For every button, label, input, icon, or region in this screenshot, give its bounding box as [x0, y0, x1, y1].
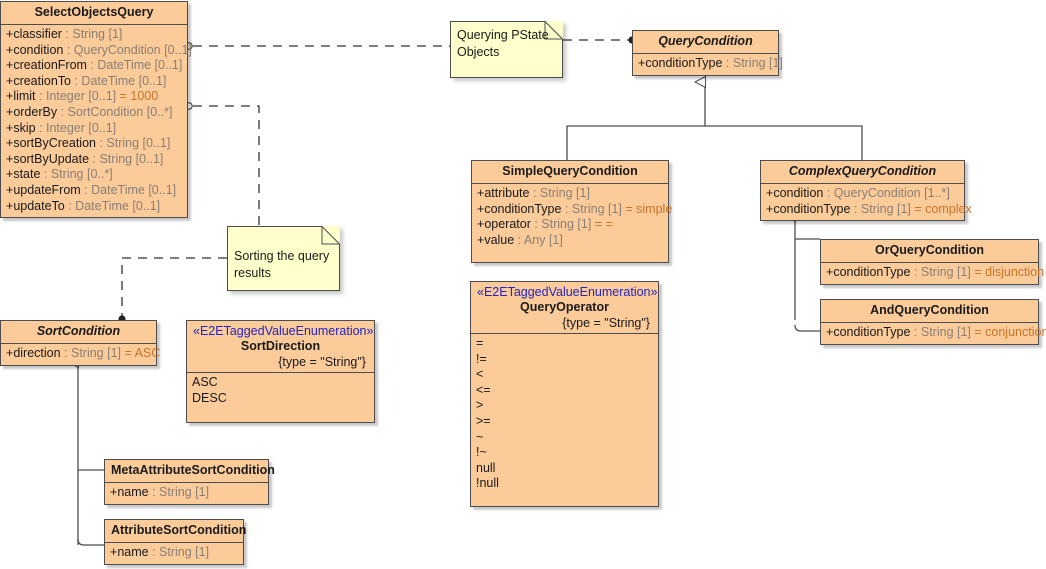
class-attributes: +name : String [1]: [105, 543, 243, 564]
class-attributes: +attribute : String [1] +conditionType :…: [472, 184, 673, 263]
attribute-row: +skip : Integer [0..1]: [6, 120, 117, 135]
tagged-value-label: {type = "String"}: [278, 355, 366, 369]
link-orderby-to-sortingnote: [193, 105, 260, 226]
attribute-row: +direction : String [1] = ASC: [6, 346, 161, 360]
stereotype-label: «E2ETaggedValueEnumeration»: [477, 285, 658, 299]
class-name: AttributeSortCondition: [111, 523, 247, 537]
note-text: Sorting the query results: [234, 249, 330, 280]
class-attributes: +name : String [1]: [105, 483, 268, 504]
attribute-row: +creationFrom : DateTime [0..1]: [6, 58, 183, 73]
stereotype-label: «E2ETaggedValueEnumeration»: [193, 324, 374, 338]
class-name: OrQueryCondition: [874, 243, 985, 257]
class-header: AndQueryCondition: [821, 300, 1038, 323]
class-select-objects-query[interactable]: SelectObjectsQuery +classifier : String …: [0, 1, 192, 219]
attribute-row: +conditionType : String [1] = simple: [477, 201, 673, 216]
class-or-query-condition[interactable]: OrQueryCondition +conditionType : String…: [820, 239, 1045, 285]
enum-name: SortDirection: [240, 339, 321, 353]
class-attributes: +conditionType : String [1]: [633, 54, 783, 75]
gen-sort-branch-attr: [77, 538, 104, 546]
class-header: SimpleQueryCondition: [472, 161, 668, 184]
attribute-row: +condition : QueryCondition [0..1]: [6, 42, 192, 57]
attribute-row: +sortByCreation : String [0..1]: [6, 136, 171, 151]
attribute-row: +name : String [1]: [110, 485, 210, 499]
note-text: Querying PState Objects: [457, 28, 549, 59]
attribute-row: +orderBy : SortCondition [0..*]: [6, 104, 173, 119]
class-attributes: +condition : QueryCondition [1..*] +cond…: [761, 184, 972, 221]
enum-literal: ~: [476, 429, 484, 444]
attribute-row: +state : String [0..*]: [6, 167, 113, 182]
enum-literal: !=: [476, 351, 487, 366]
class-name: AndQueryCondition: [870, 303, 989, 317]
note-shape: [450, 21, 563, 78]
attribute-row: +updateFrom : DateTime [0..1]: [6, 182, 177, 197]
enum-query-operator[interactable]: «E2ETaggedValueEnumeration» QueryOperato…: [470, 281, 659, 507]
class-name: ComplexQueryCondition: [788, 164, 937, 178]
class-simple-query-condition[interactable]: SimpleQueryCondition +attribute : String…: [471, 160, 673, 264]
class-name: QueryCondition: [658, 34, 753, 48]
enum-sort-direction[interactable]: «E2ETaggedValueEnumeration» SortDirectio…: [186, 320, 375, 424]
note-sorting-the-query-results[interactable]: Sorting the query results: [227, 226, 340, 291]
enum-literals: = != < <= > >= ~ !~ null !null: [471, 334, 658, 506]
class-complex-query-condition[interactable]: ComplexQueryCondition +condition : Query…: [760, 160, 972, 222]
class-name: SelectObjectsQuery: [34, 5, 154, 19]
attribute-row: +creationTo : DateTime [0..1]: [6, 73, 167, 88]
class-attributes: +conditionType : String [1] = conjunctio…: [821, 323, 1046, 344]
enum-name: QueryOperator: [520, 300, 609, 314]
attribute-row: +sortByUpdate : String [0..1]: [6, 151, 164, 166]
class-attribute-sort-condition[interactable]: AttributeSortCondition +name : String [1…: [104, 519, 247, 565]
class-attributes: +classifier : String [1] +condition : Qu…: [1, 25, 192, 218]
enum-header: «E2ETaggedValueEnumeration» QueryOperato…: [471, 282, 658, 334]
attribute-row: +operator : String [1] = =: [477, 217, 613, 232]
enum-literal: <: [476, 367, 484, 382]
enum-literals: ASC DESC: [187, 373, 374, 423]
class-and-query-condition[interactable]: AndQueryCondition +conditionType : Strin…: [820, 299, 1046, 345]
enum-literal: ASC: [192, 375, 218, 389]
link-sortingnote-to-sortcondition: [121, 257, 227, 316]
enum-literal: >: [476, 398, 484, 413]
class-query-condition[interactable]: QueryCondition +conditionType : String […: [632, 30, 783, 76]
attribute-row: +classifier : String [1]: [6, 27, 123, 41]
class-sort-condition[interactable]: SortCondition +direction : String [1] = …: [0, 320, 161, 366]
enum-literal: DESC: [192, 390, 227, 405]
enum-header: «E2ETaggedValueEnumeration» SortDirectio…: [187, 321, 374, 373]
class-header: SortCondition: [1, 321, 156, 344]
attribute-row: +conditionType : String [1]: [638, 56, 783, 70]
class-header: MetaAttributeSortCondition: [105, 460, 275, 483]
attribute-row: +condition : QueryCondition [1..*]: [766, 186, 950, 200]
enum-literal: null: [476, 460, 496, 475]
attribute-row: +conditionType : String [1] = disjunctio…: [826, 265, 1045, 279]
enum-literal: =: [476, 336, 484, 350]
class-header: OrQueryCondition: [821, 240, 1038, 263]
gen-querycondition-fork: [566, 125, 863, 160]
attribute-row: +limit : Integer [0..1] = 1000: [6, 89, 159, 104]
attribute-row: +attribute : String [1]: [477, 186, 590, 200]
note-querying-pstate-objects[interactable]: Querying PState Objects: [450, 21, 563, 78]
attribute-row: +conditionType : String [1] = complex: [766, 201, 972, 216]
class-attributes: +conditionType : String [1] = disjunctio…: [821, 263, 1045, 284]
class-name: SortCondition: [36, 324, 121, 338]
enum-literal: <=: [476, 382, 491, 397]
attribute-row: +value : Any [1]: [477, 232, 563, 247]
note-shape: [227, 226, 340, 291]
class-header: QueryCondition: [633, 31, 778, 54]
class-header: ComplexQueryCondition: [761, 161, 964, 184]
enum-literal: >=: [476, 413, 491, 428]
attribute-row: +name : String [1]: [110, 545, 210, 559]
attribute-row: +updateTo : DateTime [0..1]: [6, 198, 161, 213]
tagged-value-label: {type = "String"}: [562, 316, 650, 330]
class-header: AttributeSortCondition: [105, 520, 247, 543]
class-header: SelectObjectsQuery: [1, 2, 187, 25]
class-attributes: +direction : String [1] = ASC: [1, 344, 161, 365]
enum-literal: !null: [476, 476, 499, 491]
enum-literal: !~: [476, 445, 487, 460]
class-name: MetaAttributeSortCondition: [111, 463, 275, 477]
attribute-row: +conditionType : String [1] = conjunctio…: [826, 325, 1046, 339]
class-meta-attribute-sort-condition[interactable]: MetaAttributeSortCondition +name : Strin…: [104, 459, 275, 505]
gen-complex-branch-and: [794, 324, 820, 332]
class-name: SimpleQueryCondition: [502, 164, 638, 178]
